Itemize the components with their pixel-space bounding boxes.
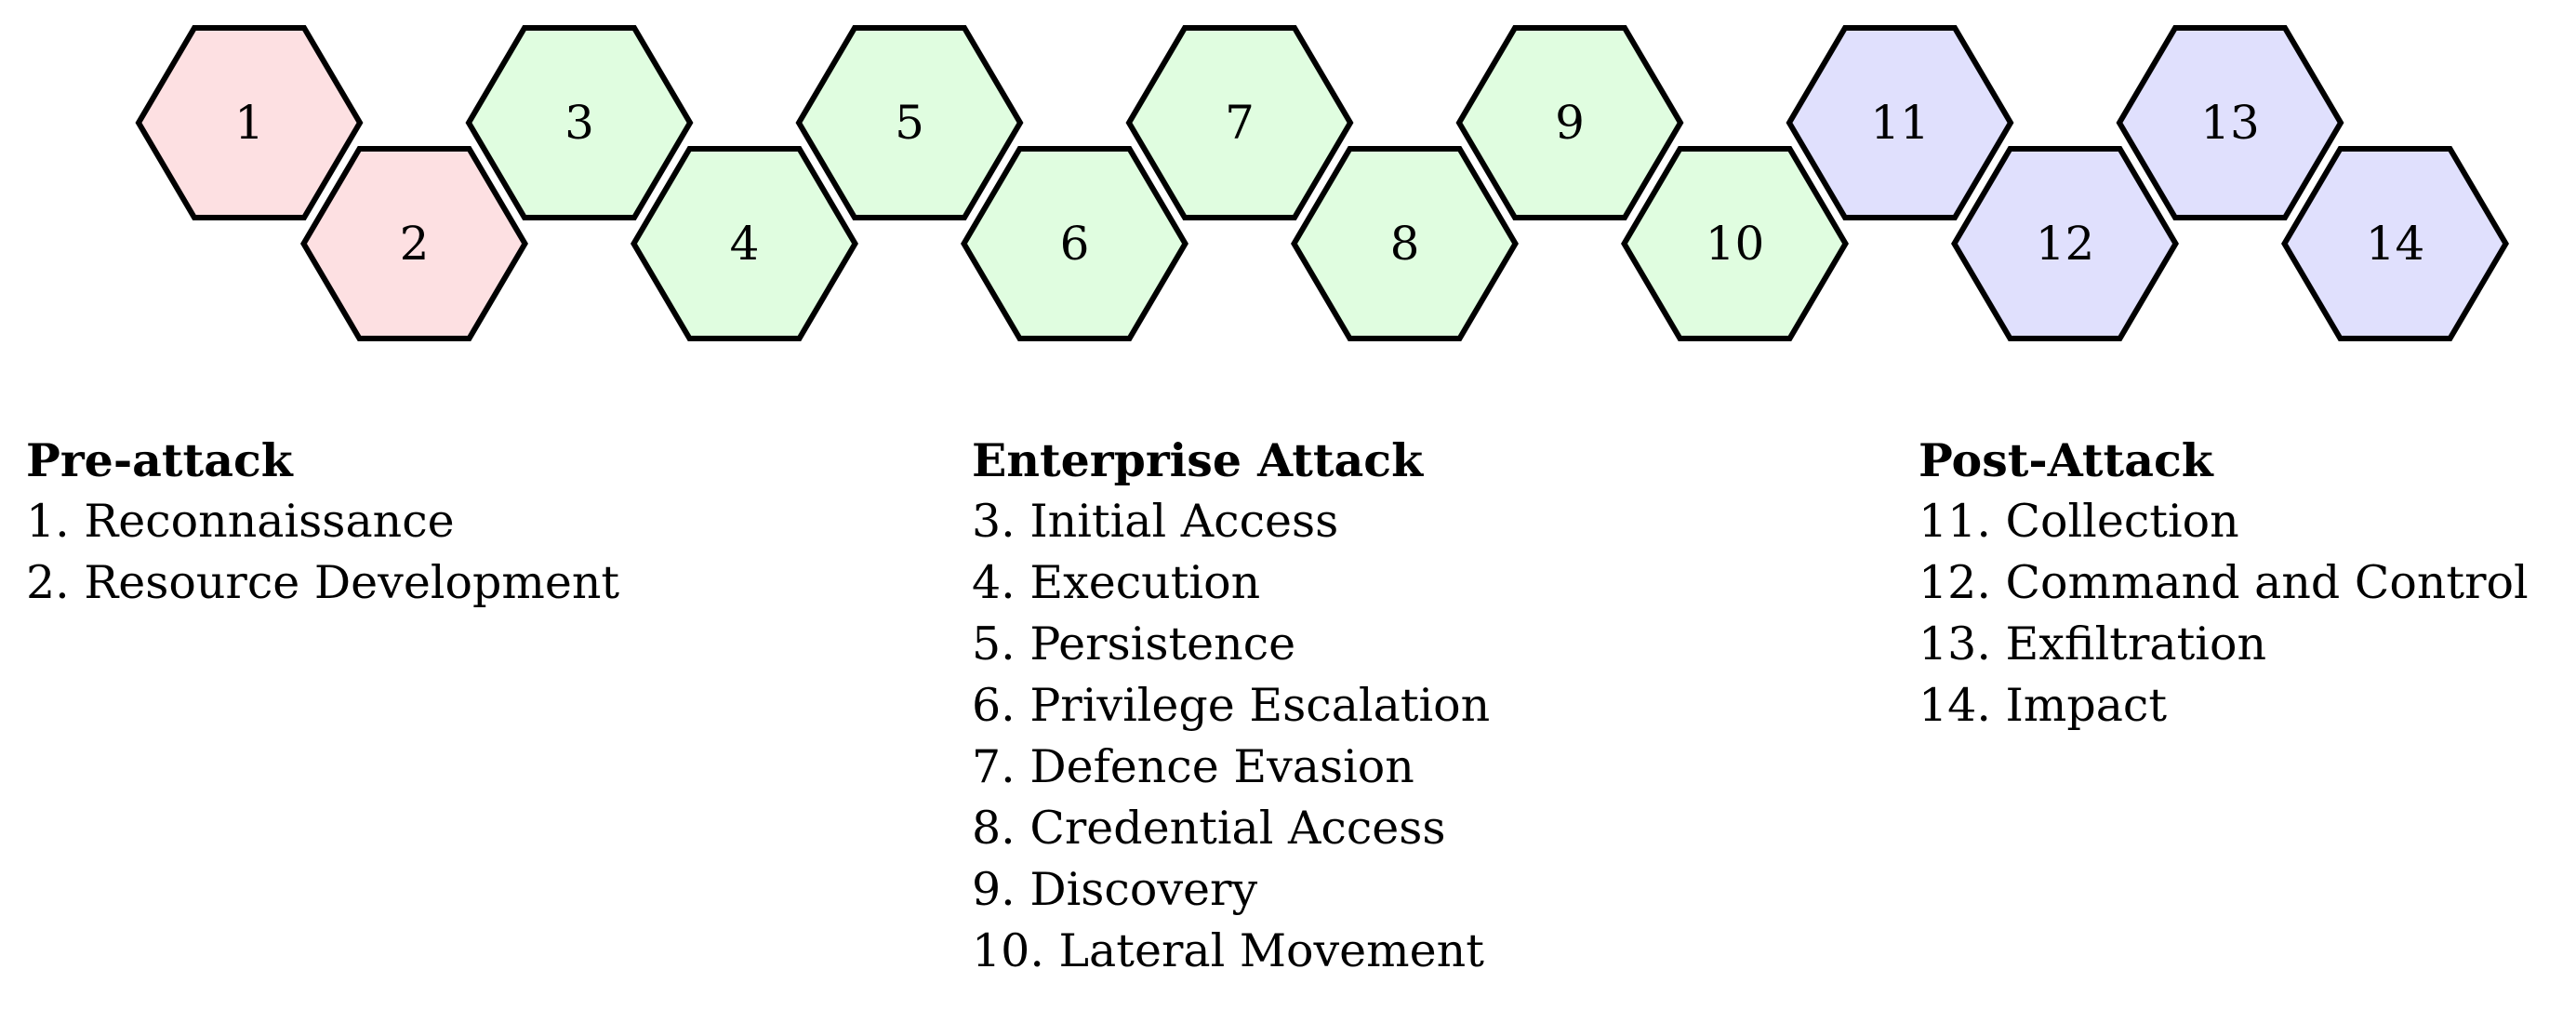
hexagon-13: 13 xyxy=(2116,25,2344,220)
hexagon-shape-11 xyxy=(1786,25,2014,220)
legend-item-8: 8. Credential Access xyxy=(972,802,1446,855)
hexagon-label-2: 2 xyxy=(400,217,430,271)
hexagon-12: 12 xyxy=(1951,146,2179,341)
legend-item-10: 10. Lateral Movement xyxy=(972,924,1484,977)
legend-item-9: 9. Discovery xyxy=(972,863,1258,916)
legend-item-4: 4. Execution xyxy=(972,556,1261,609)
hexagon-label-1: 1 xyxy=(234,96,264,150)
hexagon-label-13: 13 xyxy=(2200,96,2260,150)
hexagon-shape-4 xyxy=(631,146,858,341)
hexagon-10: 10 xyxy=(1621,146,1849,341)
hexagon-8: 8 xyxy=(1291,146,1519,341)
hexagon-shape-5 xyxy=(795,25,1024,220)
legend-item-14: 14. Impact xyxy=(1919,679,2168,732)
hexagon-2: 2 xyxy=(300,146,528,341)
hexagon-shape-10 xyxy=(1621,146,1849,341)
hexagon-label-3: 3 xyxy=(564,96,594,150)
hexagon-1: 1 xyxy=(135,25,364,220)
hexagon-7: 7 xyxy=(1125,25,1354,220)
legend-item-6: 6. Privilege Escalation xyxy=(972,679,1491,732)
hexagon-11: 11 xyxy=(1786,25,2014,220)
hexagon-shape-8 xyxy=(1291,146,1519,341)
legend-item-7: 7. Defence Evasion xyxy=(972,740,1414,793)
hexagon-label-5: 5 xyxy=(895,96,924,150)
hexagon-label-9: 9 xyxy=(1555,96,1585,150)
hexagon-shape-2 xyxy=(300,146,528,341)
legend-item-3: 3. Initial Access xyxy=(972,495,1339,548)
legend-item-5: 5. Persistence xyxy=(972,617,1296,670)
hexagon-4: 4 xyxy=(631,146,858,341)
hexagon-shape-3 xyxy=(465,25,694,220)
legend-post-attack: Post-Attack 11. Collection 12. Command a… xyxy=(1919,430,2529,737)
legend-enterprise-attack: Enterprise Attack 3. Initial Access 4. E… xyxy=(972,430,1490,982)
hexagon-shape-12 xyxy=(1951,146,2179,341)
hexagon-label-10: 10 xyxy=(1706,217,1765,271)
legend-item-1: 1. Reconnaissance xyxy=(26,495,455,548)
legend-item-12: 12. Command and Control xyxy=(1919,556,2529,609)
legend-item-11: 11. Collection xyxy=(1919,495,2239,548)
legend-enterprise-attack-title: Enterprise Attack xyxy=(972,433,1424,487)
hexagon-6: 6 xyxy=(961,146,1188,341)
legend-item-13: 13. Exfiltration xyxy=(1919,617,2267,670)
hexagon-label-8: 8 xyxy=(1390,217,1420,271)
hexagon-label-6: 6 xyxy=(1060,217,1090,271)
legend-item-2: 2. Resource Development xyxy=(26,556,620,609)
hexagon-3: 3 xyxy=(465,25,694,220)
hexagon-label-11: 11 xyxy=(1870,96,1930,150)
hexagon-label-14: 14 xyxy=(2366,217,2425,271)
hexagon-shape-1 xyxy=(135,25,364,220)
hexagon-shape-9 xyxy=(1455,25,1684,220)
hexagon-9: 9 xyxy=(1455,25,1684,220)
hexagon-5: 5 xyxy=(795,25,1024,220)
hexagon-shape-7 xyxy=(1125,25,1354,220)
hexagon-shape-13 xyxy=(2116,25,2344,220)
hexagon-14: 14 xyxy=(2281,146,2509,341)
hexagon-shape-14 xyxy=(2281,146,2509,341)
hexagon-label-4: 4 xyxy=(730,217,760,271)
hexagon-label-7: 7 xyxy=(1225,96,1255,150)
legend-pre-attack-title: Pre-attack xyxy=(26,433,293,487)
hexagon-label-12: 12 xyxy=(2036,217,2095,271)
hexagon-shape-6 xyxy=(961,146,1188,341)
legend-post-attack-title: Post-Attack xyxy=(1919,433,2213,487)
legend-pre-attack: Pre-attack 1. Reconnaissance 2. Resource… xyxy=(26,430,619,614)
